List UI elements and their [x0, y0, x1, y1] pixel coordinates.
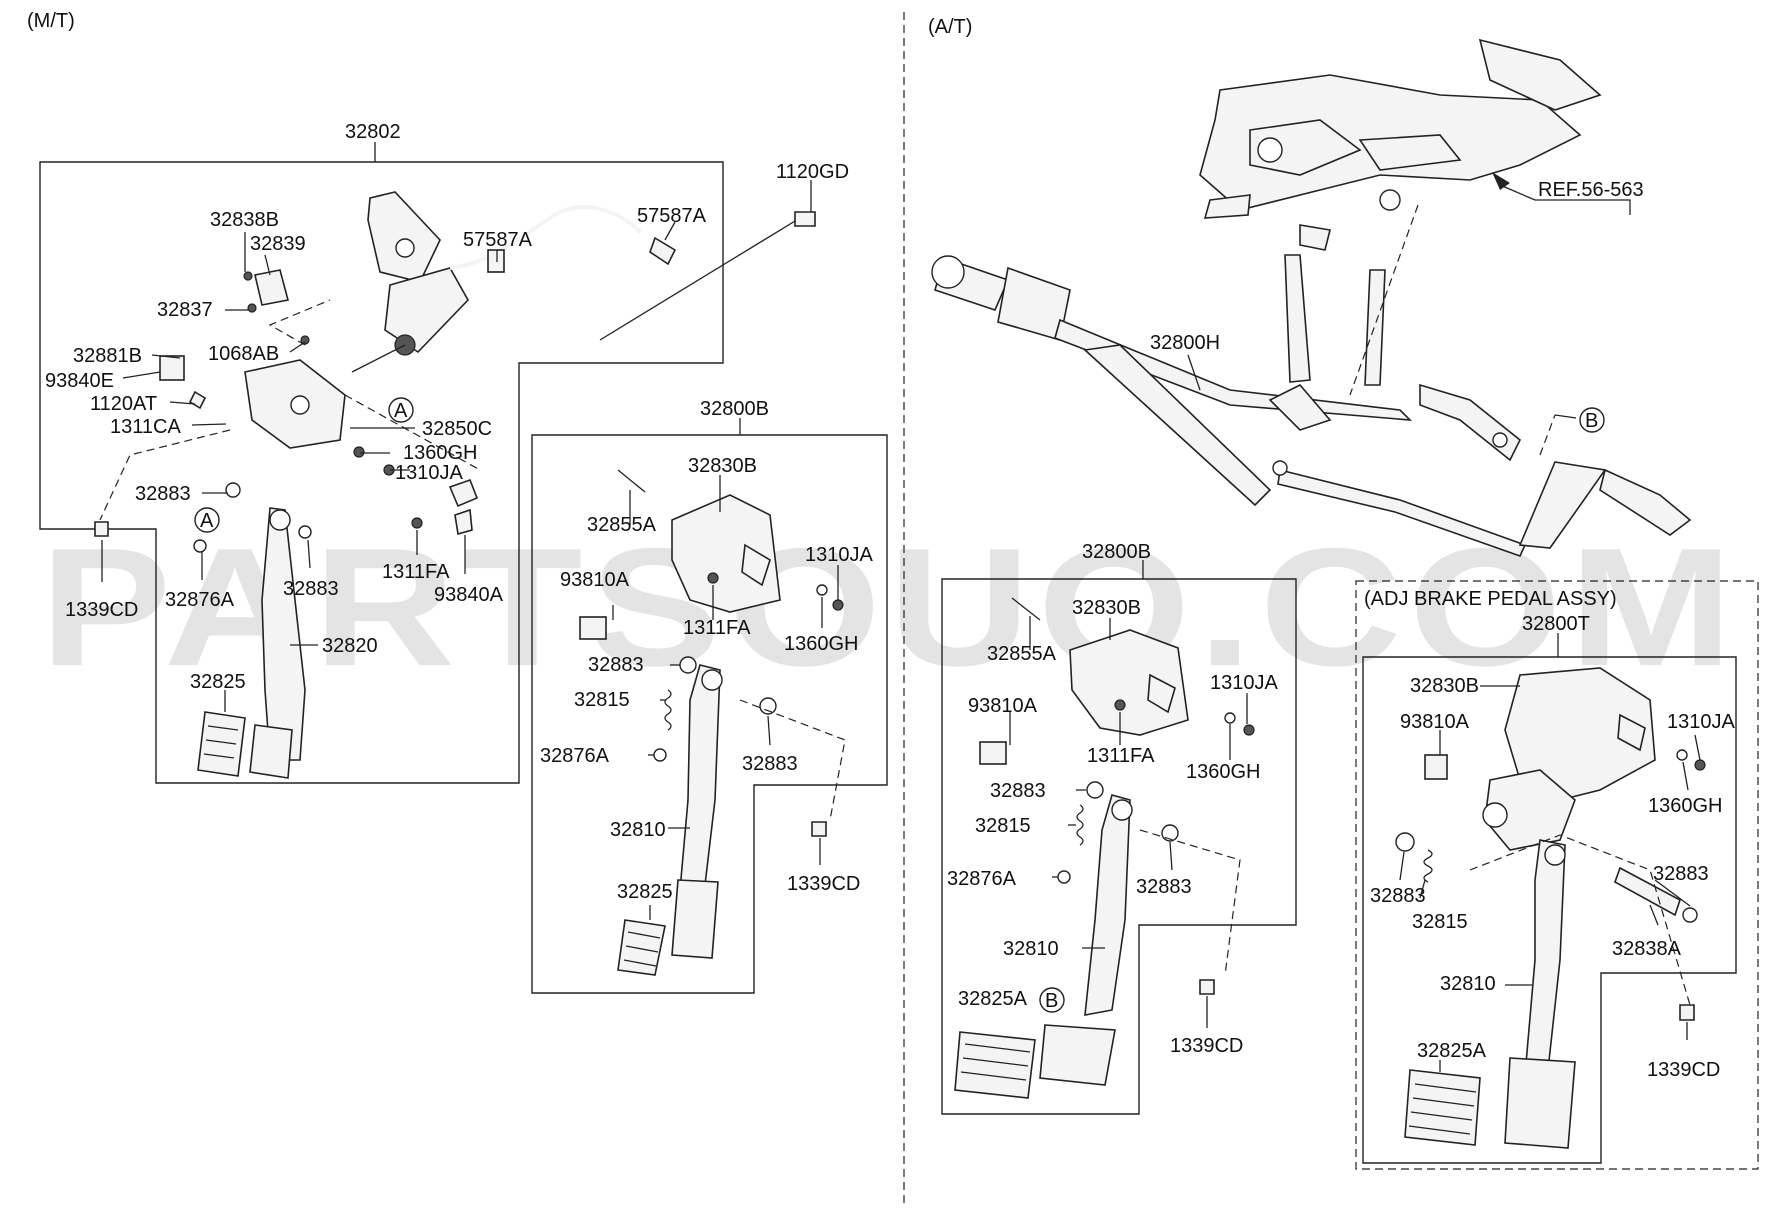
part-label-32883-b1: 32883 [588, 654, 644, 676]
part-label-93810a-1: 93810A [560, 569, 630, 591]
part-label-1311fa-2: 1311FA [1087, 745, 1155, 767]
part-label-93840a: 93840A [434, 584, 504, 606]
part-label-32855a-2: 32855A [987, 643, 1057, 665]
part-label-1339cd-2: 1339CD [1170, 1035, 1243, 1057]
brake-group-2-outline [941, 578, 1297, 1115]
part-label-1311fa-1: 1311FA [683, 617, 751, 639]
part-label-93810a-3: 93810A [1400, 711, 1470, 733]
leader-lines [101, 142, 1701, 1072]
part-label-32883-c2: 32883 [1136, 876, 1192, 898]
part-label-32876a-mt: 32876A [165, 589, 235, 611]
brake-pedal-assembly-2 [954, 597, 1255, 1099]
part-label-32883-mt2: 32883 [283, 578, 339, 600]
part-label-32883-d2: 32883 [1370, 885, 1426, 907]
ref-arrow [1535, 199, 1631, 215]
part-label-1339cd-3: 1339CD [1647, 1059, 1720, 1081]
part-label-1310ja-2: 1310JA [1210, 672, 1278, 694]
part-label-32830b-3: 32830B [1410, 675, 1479, 697]
part-label-32815-2: 32815 [975, 815, 1031, 837]
part-label-57587a-2: 57587A [463, 229, 533, 251]
part-label-1311ca: 1311CA [110, 416, 181, 438]
part-label-32800b-2: 32800B [1082, 541, 1151, 563]
part-label-32876a-1: 32876A [540, 745, 610, 767]
part-label-32800t: 32800T [1522, 613, 1590, 635]
part-label-32876a-2: 32876A [947, 868, 1017, 890]
part-label-32800b-1: 32800B [700, 398, 769, 420]
part-label-32800h: 32800H [1150, 332, 1220, 354]
mt-clutch-assembly [94, 191, 816, 779]
part-label-32802: 32802 [345, 121, 401, 143]
part-label-32810-3: 32810 [1440, 973, 1496, 995]
part-label-1310ja-1: 1310JA [805, 544, 873, 566]
part-label-32830b-2: 32830B [1072, 597, 1141, 619]
part-label-32825-mt: 32825 [190, 671, 246, 693]
part-label-93840e: 93840E [45, 370, 114, 392]
part-label-32881b: 32881B [73, 345, 142, 367]
part-label-32810-1: 32810 [610, 819, 666, 841]
part-label-32830b-1: 32830B [688, 455, 757, 477]
brake-group-1-outline [531, 434, 888, 994]
callout-b-1 [1579, 407, 1605, 433]
part-label-32855a-1: 32855A [587, 514, 657, 536]
section-adj-label: (ADJ BRAKE PEDAL ASSY) [1364, 588, 1617, 610]
callout-b-1-label: B [1585, 410, 1598, 432]
part-label-32838a: 32838A [1612, 938, 1682, 960]
part-label-32810-2: 32810 [1003, 938, 1059, 960]
part-label-1311fa-mt: 1311FA [382, 561, 450, 583]
adj-assy-outer-outline [1355, 580, 1759, 1170]
part-label-32825-1: 32825 [617, 881, 673, 903]
part-labels: 32802 1120GD 32838B 32839 57587A 57587A … [45, 121, 1735, 1081]
callout-a-1 [388, 397, 414, 423]
callout-a-1-label: A [394, 400, 408, 422]
part-label-1360gh-1: 1360GH [784, 633, 859, 655]
part-label-1310ja-3: 1310JA [1667, 711, 1735, 733]
part-label-1120at: 1120AT [90, 393, 157, 415]
section-mt-label: (M/T) [27, 10, 75, 32]
part-label-1339cd-mt: 1339CD [65, 599, 138, 621]
part-label-32815-3: 32815 [1412, 911, 1468, 933]
part-label-1360gh-3: 1360GH [1648, 795, 1723, 817]
callout-b-2 [1039, 987, 1065, 1013]
part-label-32825a-2: 32825A [958, 988, 1028, 1010]
part-label-32839: 32839 [250, 233, 306, 255]
part-label-1360gh-2: 1360GH [1186, 761, 1261, 783]
adj-assy-inner-outline [1362, 656, 1737, 1164]
part-label-1068ab: 1068AB [208, 343, 279, 365]
part-label-32820: 32820 [322, 635, 378, 657]
ref-label: REF.56-563 [1538, 179, 1644, 201]
brake-pedal-assembly-1 [579, 469, 846, 976]
part-label-32883-d1: 32883 [1653, 863, 1709, 885]
cowl-crossbar [931, 254, 1692, 557]
part-label-93810a-2: 93810A [968, 695, 1038, 717]
part-label-1339cd-1: 1339CD [787, 873, 860, 895]
section-at-label: (A/T) [928, 16, 972, 38]
part-label-57587a-1: 57587A [637, 205, 707, 227]
callout-a-2-label: A [200, 510, 214, 532]
part-label-32825a-3: 32825A [1417, 1040, 1487, 1062]
part-label-1120gd: 1120GD [776, 161, 849, 183]
part-label-32850c: 32850C [422, 418, 492, 440]
part-label-32883-b2: 32883 [742, 753, 798, 775]
mt-group-outline [39, 161, 724, 784]
part-label-32815-1: 32815 [574, 689, 630, 711]
steering-column-assembly [1199, 38, 1602, 251]
callout-a-2 [194, 507, 220, 533]
part-label-1310ja-mt: 1310JA [395, 462, 463, 484]
ref-arrowhead [1492, 172, 1510, 190]
callout-b-2-label: B [1045, 990, 1058, 1012]
part-label-32838b: 32838B [210, 209, 279, 231]
part-label-1360gh-mt: 1360GH [403, 442, 478, 464]
part-label-32883-c1: 32883 [990, 780, 1046, 802]
part-label-32837: 32837 [157, 299, 213, 321]
brake-pedal-assembly-3 [1395, 667, 1706, 1149]
part-label-32883-mt1: 32883 [135, 483, 191, 505]
